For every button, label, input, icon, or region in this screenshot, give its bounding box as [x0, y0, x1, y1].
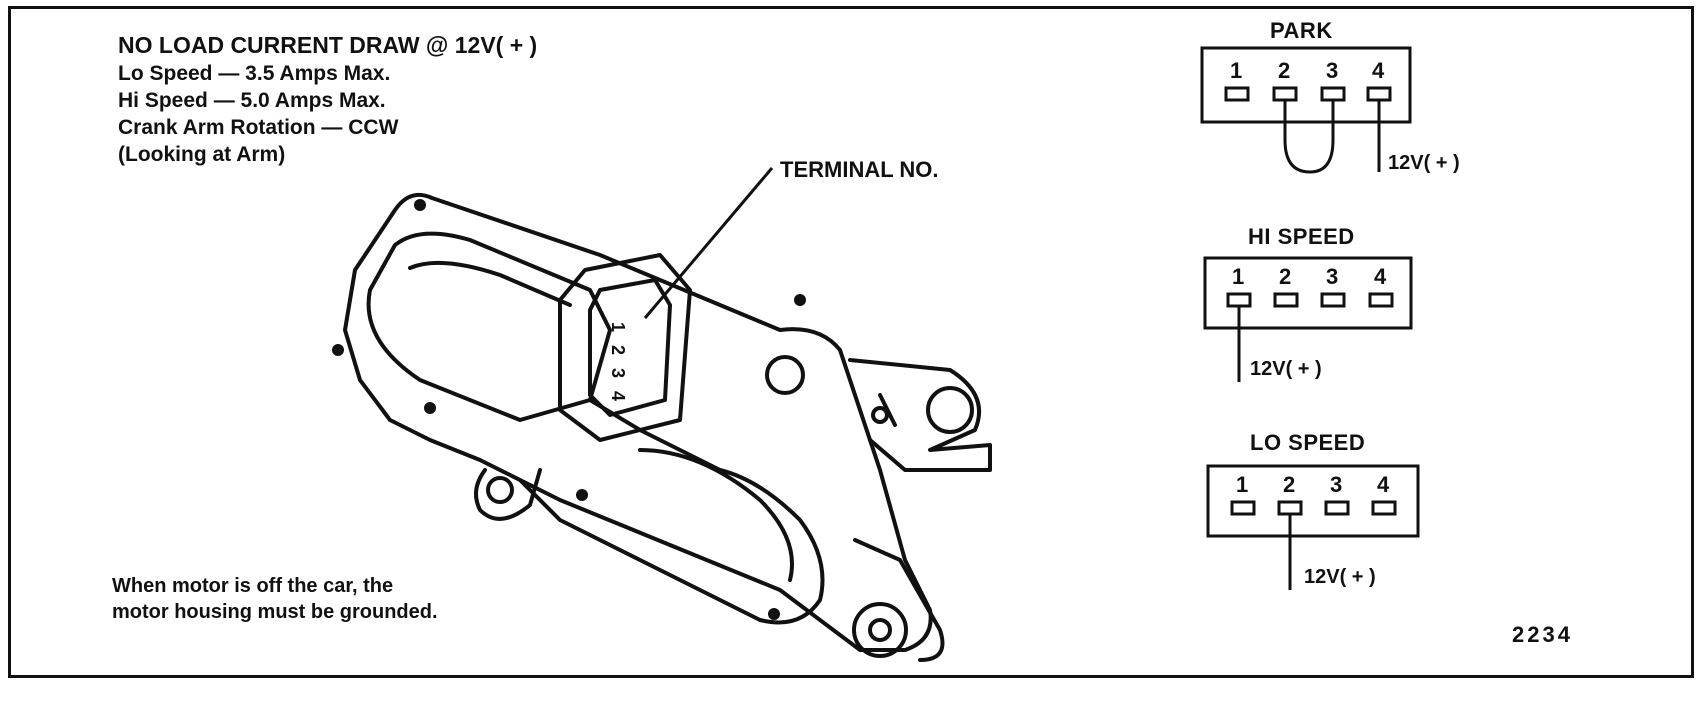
figure-number: 2234 — [1512, 622, 1573, 647]
crank-arm-upper — [848, 358, 992, 472]
mounting-screw-1 — [414, 199, 426, 211]
terminal-2-label: 2 — [608, 345, 628, 355]
terminal-1-label: 1 — [608, 322, 628, 332]
park-pin-3: 3 — [1326, 58, 1339, 83]
mounting-ear — [474, 468, 542, 521]
lo-speed-voltage: 12V( + ) — [1304, 566, 1376, 588]
park-pin-1: 1 — [1230, 58, 1243, 83]
terminal-block — [558, 253, 692, 442]
ground-note-line1: When motor is off the car, the — [112, 575, 394, 597]
lo-speed-pin-3: 3 — [1330, 472, 1343, 497]
terminal-leader-line — [643, 167, 774, 319]
mounting-screw-4 — [576, 489, 588, 501]
hi-speed-title: HI SPEED — [1248, 224, 1355, 249]
spec-lo-speed: Lo Speed — 3.5 Amps Max. — [118, 62, 391, 85]
hi-speed-connector — [1203, 256, 1413, 382]
gear-housing — [518, 398, 825, 625]
lo-speed-connector — [1206, 464, 1420, 590]
mounting-screw-3 — [424, 402, 436, 414]
lo-speed-pin-4: 4 — [1377, 472, 1390, 497]
armature-housing — [366, 231, 612, 422]
park-title: PARK — [1270, 18, 1333, 43]
park-connector — [1200, 46, 1412, 174]
terminal-number-label: TERMINAL NO. — [780, 157, 939, 182]
hi-speed-pin-3: 3 — [1326, 264, 1339, 289]
hi-speed-pin-4: 4 — [1374, 264, 1387, 289]
park-voltage: 12V( + ) — [1388, 152, 1460, 174]
mounting-screw-5 — [794, 294, 806, 306]
crank-arm-lower — [853, 538, 945, 662]
mounting-screw-2 — [332, 344, 344, 356]
spec-looking-at-arm: (Looking at Arm) — [118, 143, 286, 166]
hi-speed-pin-1: 1 — [1232, 264, 1245, 289]
lo-speed-title: LO SPEED — [1250, 430, 1366, 455]
spec-title: NO LOAD CURRENT DRAW @ 12V( + ) — [118, 32, 538, 58]
park-pin-2: 2 — [1278, 58, 1291, 83]
hi-speed-voltage: 12V( + ) — [1250, 358, 1322, 380]
park-jumper-wire — [1283, 100, 1335, 174]
ground-note-line2: motor housing must be grounded. — [112, 601, 438, 623]
park-pin-4: 4 — [1372, 58, 1385, 83]
spec-hi-speed: Hi Speed — 5.0 Amps Max. — [118, 89, 386, 112]
diagram-frame — [8, 6, 1694, 678]
lo-speed-pin-1: 1 — [1236, 472, 1249, 497]
motor-mounting-plate — [343, 193, 933, 652]
hi-speed-pin-2: 2 — [1279, 264, 1292, 289]
lo-speed-pin-2: 2 — [1283, 472, 1296, 497]
terminal-4-label: 4 — [608, 391, 628, 401]
spec-crank-rotation: Crank Arm Rotation — CCW — [118, 116, 399, 139]
mounting-screw-6 — [768, 608, 780, 620]
terminal-3-label: 3 — [608, 368, 628, 378]
